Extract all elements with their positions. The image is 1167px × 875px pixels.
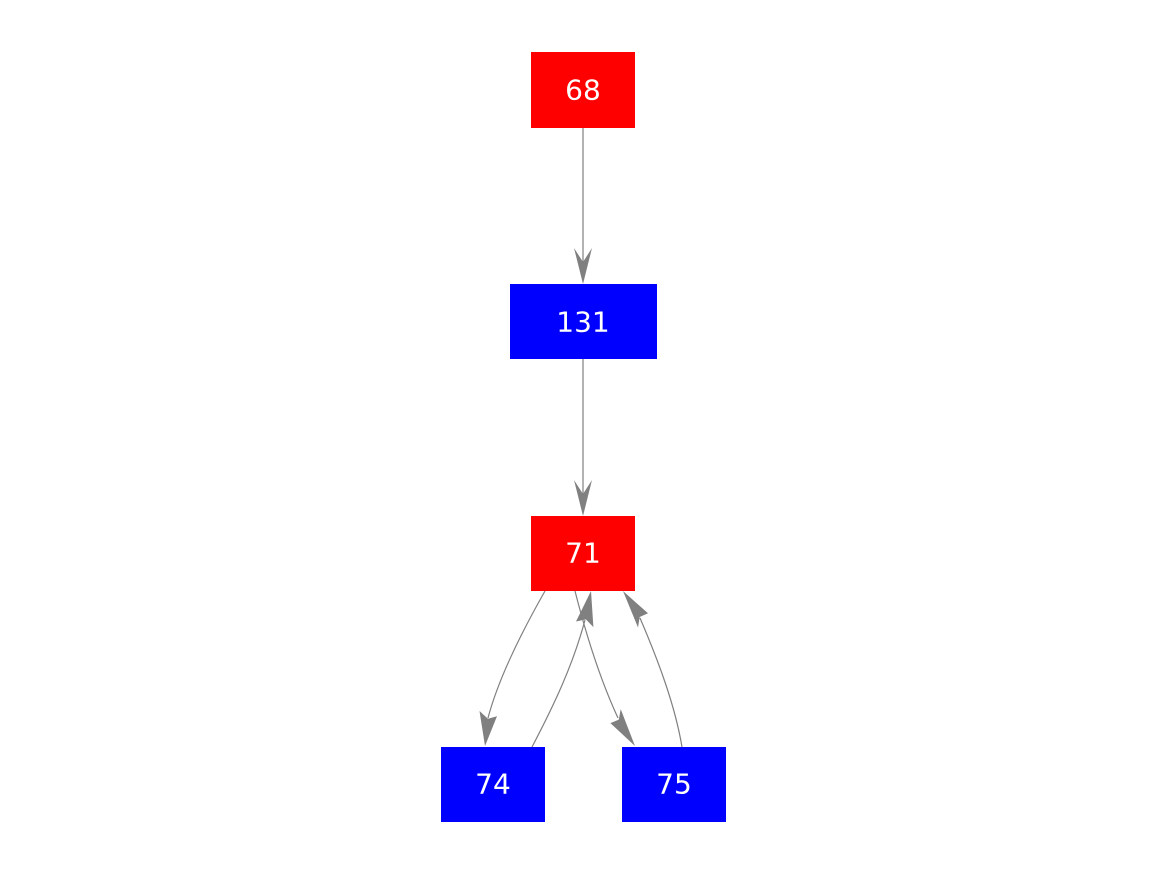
edges bbox=[479, 128, 683, 748]
edge-74-71 bbox=[531, 591, 594, 748]
node-74: 74 bbox=[441, 747, 545, 822]
node-label: 71 bbox=[565, 537, 601, 570]
edge-131-71 bbox=[574, 359, 592, 516]
edge-75-71 bbox=[623, 591, 683, 748]
node-label: 68 bbox=[565, 74, 601, 107]
node-71-box bbox=[531, 516, 635, 591]
node-label: 131 bbox=[556, 306, 609, 339]
edge-71-74 bbox=[479, 590, 546, 746]
node-131-box bbox=[510, 284, 657, 359]
node-label: 74 bbox=[475, 768, 511, 801]
edge-71-75 bbox=[574, 590, 635, 746]
edge-68-131 bbox=[574, 128, 592, 284]
node-71: 71 bbox=[531, 516, 635, 591]
node-label: 75 bbox=[656, 768, 692, 801]
node-75-box bbox=[622, 747, 726, 822]
node-75: 75 bbox=[622, 747, 726, 822]
node-74-box bbox=[441, 747, 545, 822]
node-68: 68 bbox=[531, 52, 635, 128]
node-131: 131 bbox=[510, 284, 657, 359]
node-68-box bbox=[531, 52, 635, 128]
nodes: 68 131 71 74 75 bbox=[441, 52, 726, 822]
